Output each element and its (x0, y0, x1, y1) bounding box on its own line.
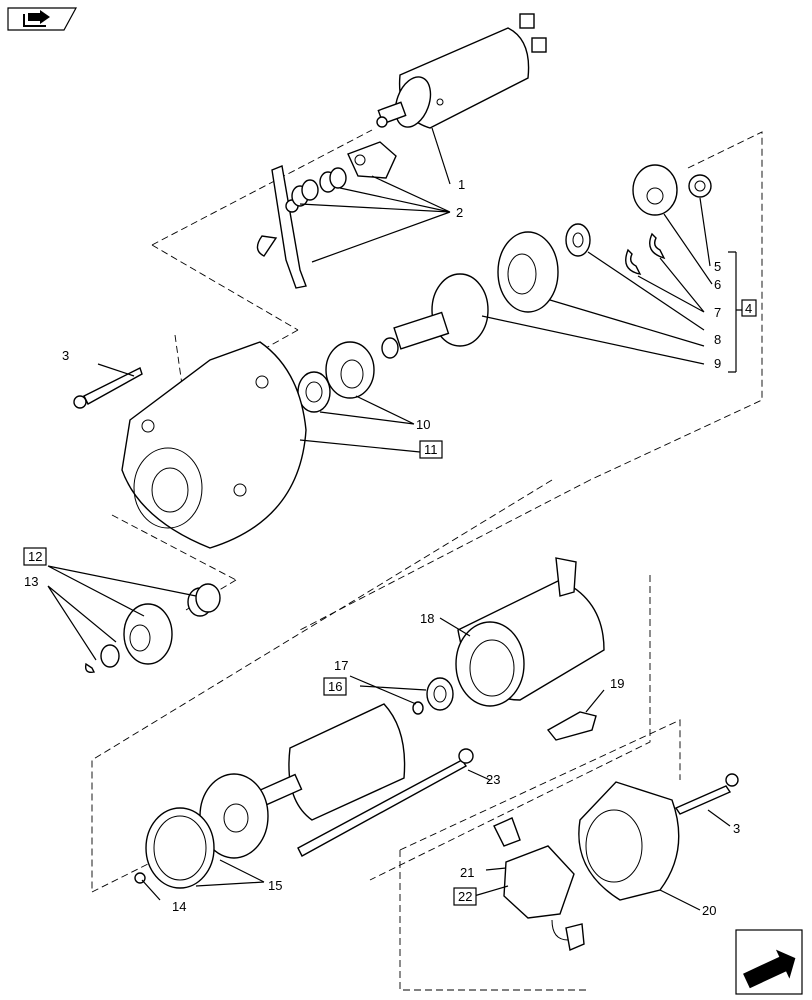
brush-group-outline (399, 719, 681, 991)
overrunning-clutch-part (497, 231, 559, 313)
brush-spring-part (546, 711, 597, 741)
through-bolt-part (297, 748, 474, 857)
brush-holder-part (493, 817, 585, 951)
yoke-frame-part (455, 557, 605, 707)
callout-19: 19 (610, 676, 624, 691)
callout-15: 15 (268, 878, 282, 893)
callout-22: 22 (458, 889, 472, 904)
callout-9: 9 (714, 356, 721, 371)
bolt-part (73, 367, 143, 409)
callout-12-box (23, 547, 47, 566)
callout-4-box (741, 299, 757, 317)
kit-4-group-outline (299, 131, 763, 631)
armature-part (257, 703, 406, 821)
callout-10: 10 (416, 417, 430, 432)
callout-8: 8 (714, 332, 721, 347)
callout-23: 23 (486, 772, 500, 787)
callout-4: 4 (745, 301, 752, 316)
callout-11: 11 (424, 442, 438, 457)
callout-20: 20 (702, 903, 716, 918)
callout-16: 16 (328, 679, 342, 694)
callout-1: 1 (458, 177, 465, 192)
drive-end-housing-part (121, 341, 307, 549)
spring-part (291, 167, 347, 207)
lever-fork-part (256, 165, 307, 289)
bolt-part-right (674, 773, 739, 815)
callout-16-box (323, 677, 347, 696)
callout-5: 5 (714, 259, 721, 274)
armature-bearing-part (412, 677, 454, 715)
plunger-block-part (347, 141, 397, 179)
end-cover-part (134, 773, 269, 889)
leader-lines (47, 127, 742, 911)
callout-13: 13 (24, 574, 38, 589)
callout-22-box (453, 887, 477, 906)
flange-part (632, 164, 678, 216)
callout-3-right: 3 (733, 821, 740, 836)
commutator-end-frame-part (578, 781, 680, 901)
callout-14: 14 (172, 899, 186, 914)
armature-group-outline (91, 479, 651, 893)
callout-12: 12 (28, 549, 42, 564)
callout-7: 7 (714, 305, 721, 320)
solenoid-part (376, 13, 547, 129)
drive-pinion-part (123, 603, 173, 665)
stop-ring-part (84, 644, 120, 674)
bearing-part (297, 341, 375, 413)
next-page-arrow-icon[interactable] (735, 929, 803, 995)
book-arrow-icon[interactable] (7, 7, 78, 31)
callout-3-left: 3 (62, 348, 69, 363)
callout-18: 18 (420, 611, 434, 626)
drive-shaft-part (381, 273, 489, 359)
callout-11-box (419, 440, 443, 459)
pinion-gear-part (688, 174, 712, 198)
washer-part (565, 223, 591, 257)
snap-ring-part (625, 232, 666, 275)
callout-2: 2 (456, 205, 463, 220)
callout-21: 21 (460, 865, 474, 880)
callout-17: 17 (334, 658, 348, 673)
return-spring-part (187, 583, 221, 617)
callout-6: 6 (714, 277, 721, 292)
